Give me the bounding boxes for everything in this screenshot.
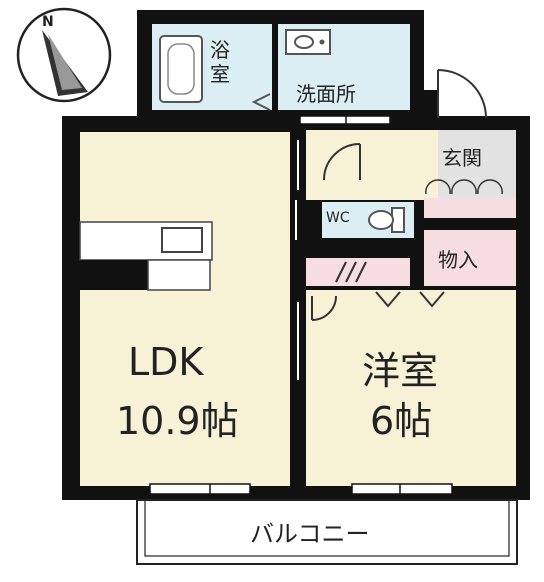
window-marks [149,115,453,495]
western-size-label: 6帖 [370,399,433,443]
entrance-area [438,130,516,198]
hallway [306,130,424,200]
entrance-door-swing [437,69,487,119]
shoe-cabinet-door-icon [425,179,503,195]
bath-door [251,93,271,111]
balcony-inner-line [144,499,510,557]
entrance-label: 玄関 [442,146,482,170]
wc-label: WC [326,210,350,226]
ldk-room [80,132,290,486]
kitchen-dark-block [80,260,148,290]
western-room [306,290,516,486]
kitchen-sink [161,227,203,253]
closet-hatch-icon [335,261,367,283]
entrance-pink-strip [424,198,516,218]
compass-north-label: N [42,14,54,30]
bath-label-text: 浴室 [210,38,230,86]
bath-label: 浴室 [210,38,244,86]
closet-door-icon [375,291,445,308]
kitchen-stove [147,259,211,291]
basin-faucet [319,39,325,45]
basin-bowl [294,35,314,49]
storage-room [424,230,516,286]
balcony [136,499,518,565]
entrance-wall [424,90,438,130]
ldk-name-label: LDK [128,340,204,384]
hallway-door-swing [323,143,361,181]
western-door-swing [311,295,337,321]
bathtub-inner [167,43,195,95]
washroom-label: 洗面所 [296,82,356,106]
partition-marks [295,140,299,380]
ldk-size-label: 10.9帖 [116,399,239,443]
storage-label: 物入 [438,248,478,272]
toilet-bowl [368,210,394,230]
compass-icon [16,7,112,103]
balcony-label: バルコニー [250,520,370,548]
western-name-label: 洋室 [362,349,439,393]
closet-hall-strip [306,258,410,286]
